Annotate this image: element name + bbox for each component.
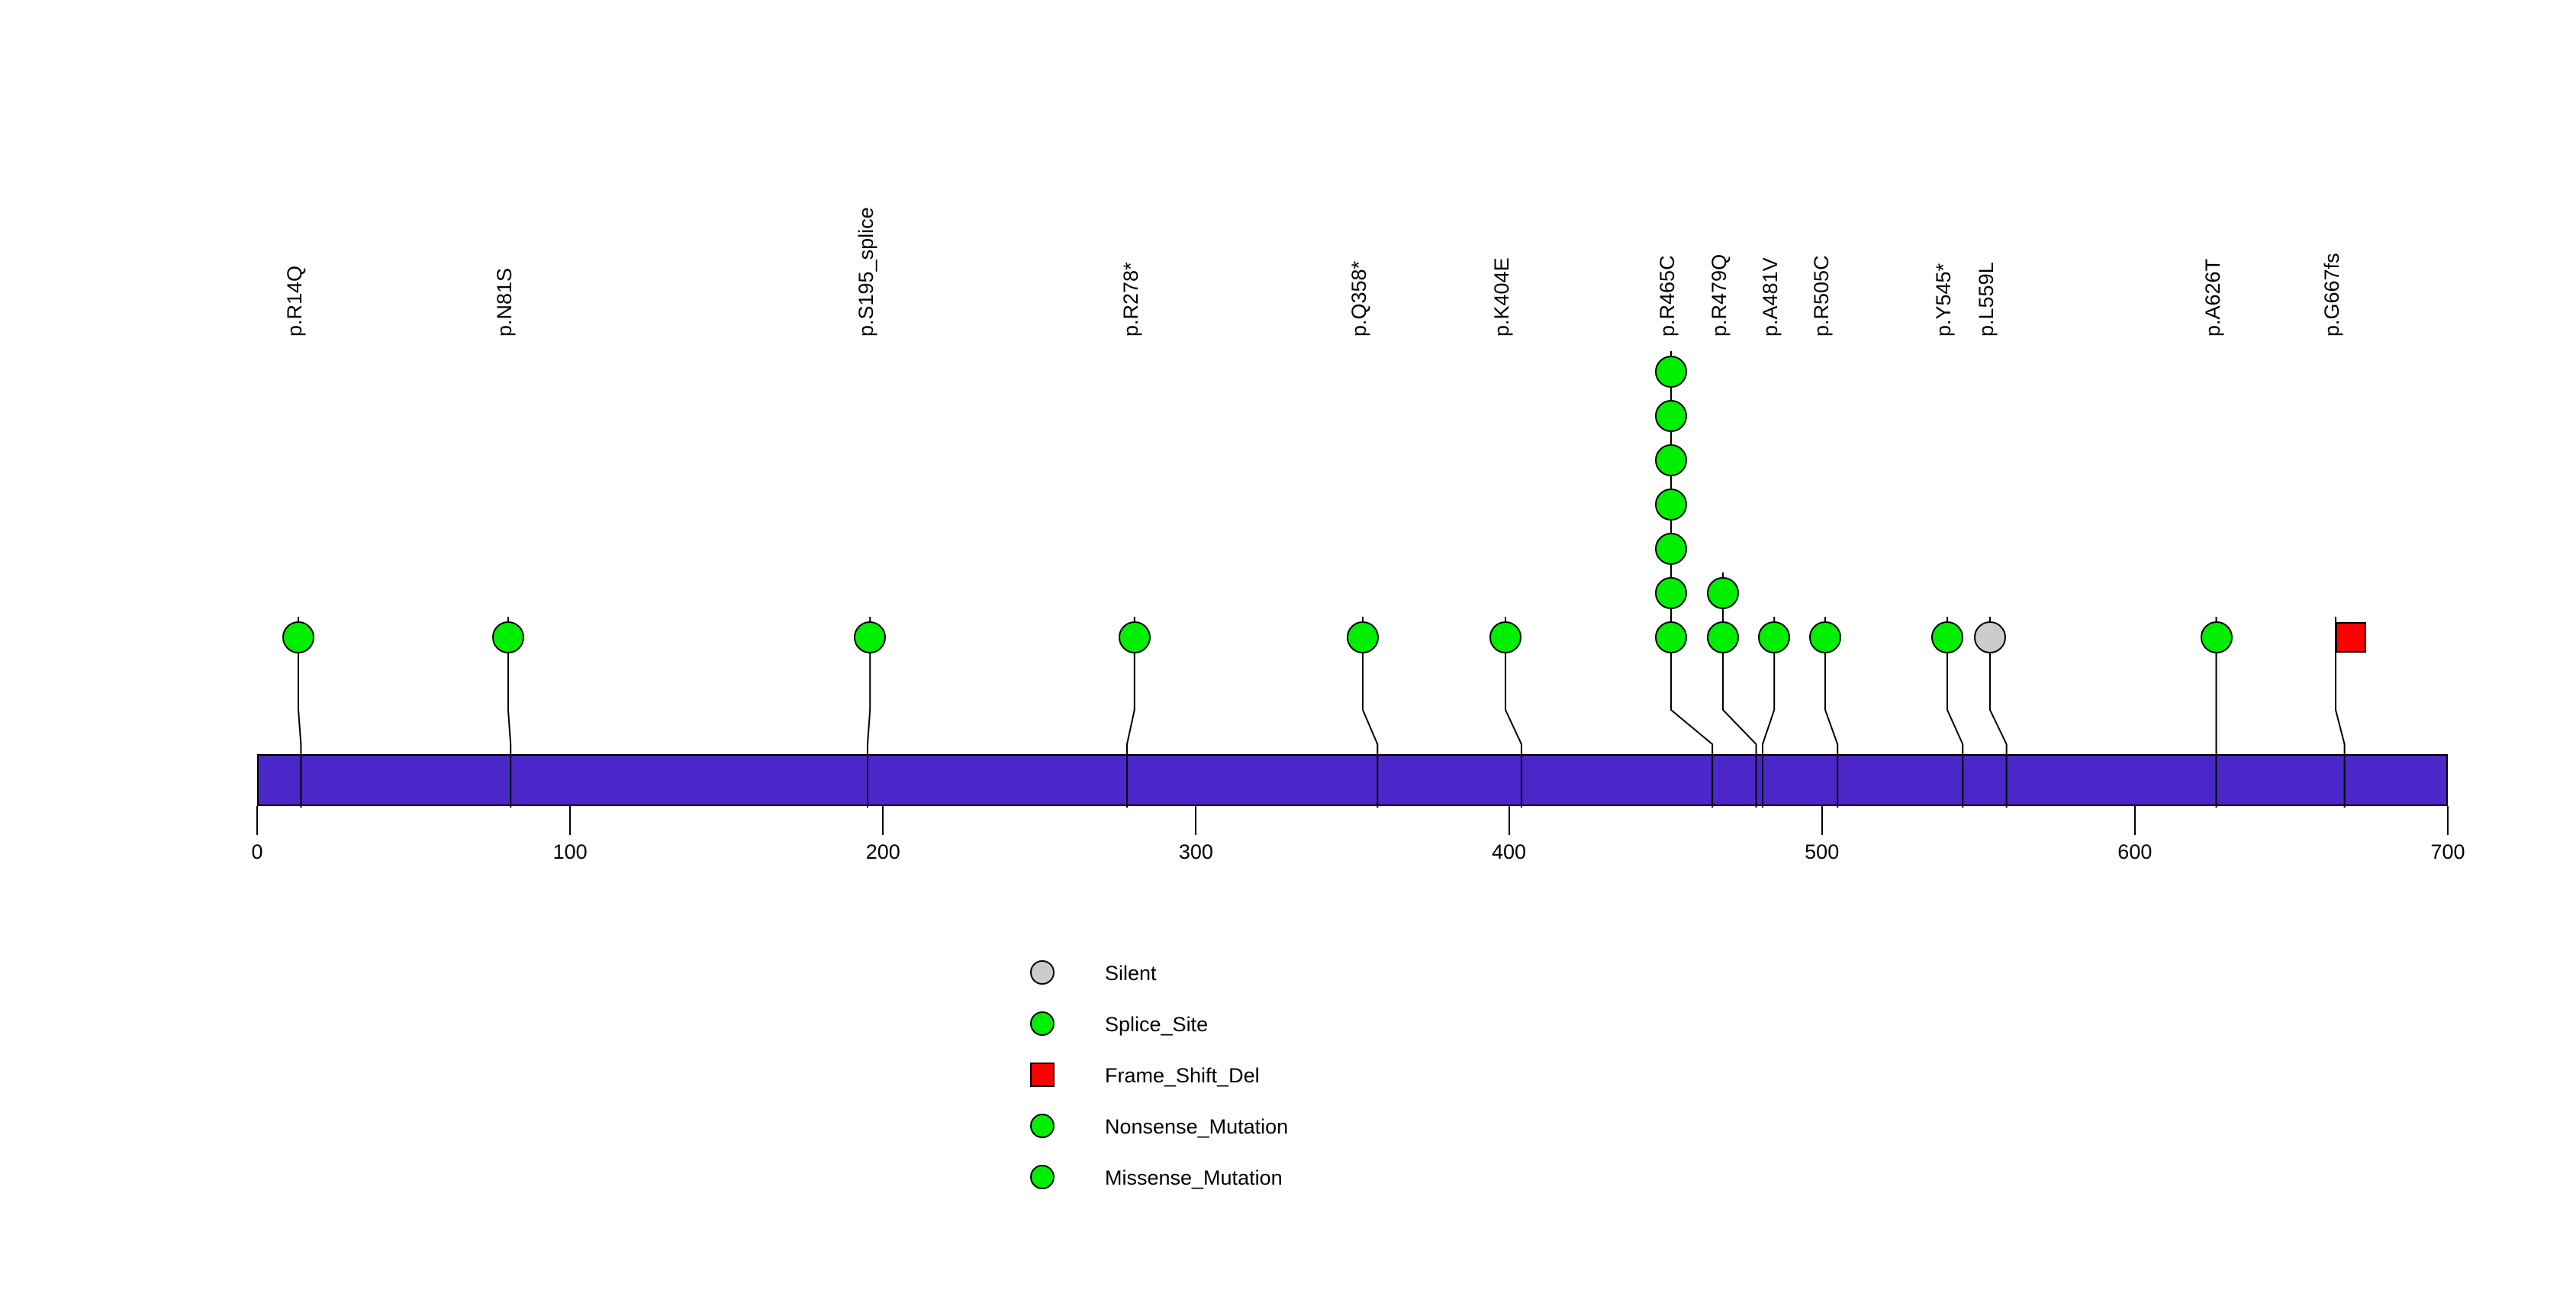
mutation-label-pA626T: p.A626T — [2201, 258, 2224, 337]
axis-tick-600 — [2133, 806, 2136, 835]
mutation-label-pN81S: p.N81S — [493, 267, 516, 337]
mutation-marker-pR479Q[interactable] — [1707, 577, 1739, 609]
legend-swatch-circle-icon — [1030, 1011, 1055, 1036]
mutation-label-pR14Q: p.R14Q — [283, 265, 306, 337]
lollipop-stem — [2335, 617, 2346, 808]
mutation-marker-pK404E[interactable] — [1489, 621, 1521, 653]
legend-item-missense-mutation[interactable]: Missense_Mutation — [1030, 1165, 1351, 1200]
mutation-marker-pR14Q[interactable] — [282, 621, 314, 653]
legend-label: Frame_Shift_Del — [1105, 1064, 1260, 1087]
axis-tick-400 — [1508, 806, 1510, 835]
legend-label: Splice_Site — [1105, 1013, 1209, 1036]
mutation-label-pY545: p.Y545* — [1932, 263, 1955, 337]
mutation-marker-pR465C[interactable] — [1655, 533, 1687, 565]
mutation-marker-pR465C[interactable] — [1655, 577, 1687, 609]
mutation-label-pR465C: p.R465C — [1656, 255, 1679, 337]
axis-tick-700 — [2446, 806, 2449, 835]
legend-item-frame-shift-del[interactable]: Frame_Shift_Del — [1030, 1063, 1351, 1098]
lollipop-stem — [1362, 617, 1379, 808]
mutation-marker-pS195splice[interactable] — [854, 621, 886, 653]
mutation-label-pK404E: p.K404E — [1490, 257, 1513, 337]
mutation-marker-pQ358[interactable] — [1347, 621, 1379, 653]
mutation-marker-pY545[interactable] — [1931, 621, 1963, 653]
mutation-marker-pR479Q[interactable] — [1707, 621, 1739, 653]
lollipop-stem — [1946, 617, 1964, 808]
mutation-marker-pA481V[interactable] — [1758, 621, 1790, 653]
axis-tick-label-600: 600 — [2117, 840, 2153, 863]
mutation-marker-pA626T[interactable] — [2201, 621, 2233, 653]
lollipop-stem — [1761, 617, 1775, 808]
axis-tick-300 — [1195, 806, 1197, 835]
axis-tick-label-300: 300 — [1178, 840, 1213, 863]
lollipop-stem — [2215, 617, 2217, 808]
axis-tick-500 — [1821, 806, 1823, 835]
mutation-label-pG667fs: p.G667fs — [2320, 253, 2343, 337]
lollipop-stem — [1824, 617, 1839, 808]
axis-tick-0 — [256, 806, 258, 835]
lollipop-stem — [866, 617, 871, 808]
legend-item-nonsense-mutation[interactable]: Nonsense_Mutation — [1030, 1114, 1351, 1149]
mutation-marker-pR505C[interactable] — [1809, 621, 1841, 653]
mutation-label-pL559L: p.L559L — [1975, 262, 1998, 337]
axis-tick-100 — [569, 806, 572, 835]
legend-swatch-circle-icon — [1030, 1165, 1055, 1189]
mutation-label-pR479Q: p.R479Q — [1708, 253, 1731, 337]
axis-tick-label-100: 100 — [552, 840, 588, 863]
protein-backbone-bar — [257, 754, 2448, 806]
axis-tick-label-700: 700 — [2430, 840, 2465, 863]
mutation-marker-pR465C[interactable] — [1655, 444, 1687, 476]
mutation-label-pS195splice: p.S195_splice — [855, 207, 877, 337]
mutation-label-pR505C: p.R505C — [1810, 255, 1833, 337]
axis-tick-label-400: 400 — [1492, 840, 1527, 863]
mutation-marker-pR465C[interactable] — [1655, 489, 1687, 521]
legend-swatch-square-icon — [1030, 1063, 1055, 1087]
legend-label: Missense_Mutation — [1105, 1166, 1283, 1189]
lollipop-stem — [1505, 617, 1522, 808]
axis-tick-200 — [882, 806, 884, 835]
axis-tick-label-200: 200 — [865, 840, 900, 863]
mutation-marker-pN81S[interactable] — [492, 621, 524, 653]
mutation-label-pQ358: p.Q358* — [1348, 260, 1370, 337]
legend-label: Silent — [1105, 962, 1157, 985]
legend-swatch-circle-icon — [1030, 1114, 1055, 1138]
lollipop-stem — [1722, 572, 1757, 808]
axis-tick-label-500: 500 — [1805, 840, 1840, 863]
mutation-marker-pR465C[interactable] — [1655, 356, 1687, 388]
lollipop-stem — [298, 617, 302, 808]
lollipop-stem — [1126, 617, 1135, 808]
mutation-marker-pG667fs[interactable] — [2336, 622, 2366, 653]
legend-swatch-circle-icon — [1030, 960, 1055, 985]
legend-label: Nonsense_Mutation — [1105, 1115, 1289, 1138]
lollipop-stem — [1989, 617, 2008, 808]
mutation-marker-pR465C[interactable] — [1655, 621, 1687, 653]
legend-item-silent[interactable]: Silent — [1030, 960, 1351, 995]
axis-tick-label-0: 0 — [251, 840, 263, 863]
mutation-label-pA481V: p.A481V — [1759, 257, 1782, 337]
lollipop-stem — [507, 617, 512, 808]
mutation-label-pR278: p.R278* — [1119, 262, 1142, 337]
mutation-marker-pL559L[interactable] — [1974, 621, 2006, 653]
lollipop-stem — [1670, 351, 1714, 808]
legend-item-splice-site[interactable]: Splice_Site — [1030, 1011, 1351, 1047]
mutation-marker-pR465C[interactable] — [1655, 400, 1687, 432]
mutation-marker-pR278[interactable] — [1119, 621, 1151, 653]
